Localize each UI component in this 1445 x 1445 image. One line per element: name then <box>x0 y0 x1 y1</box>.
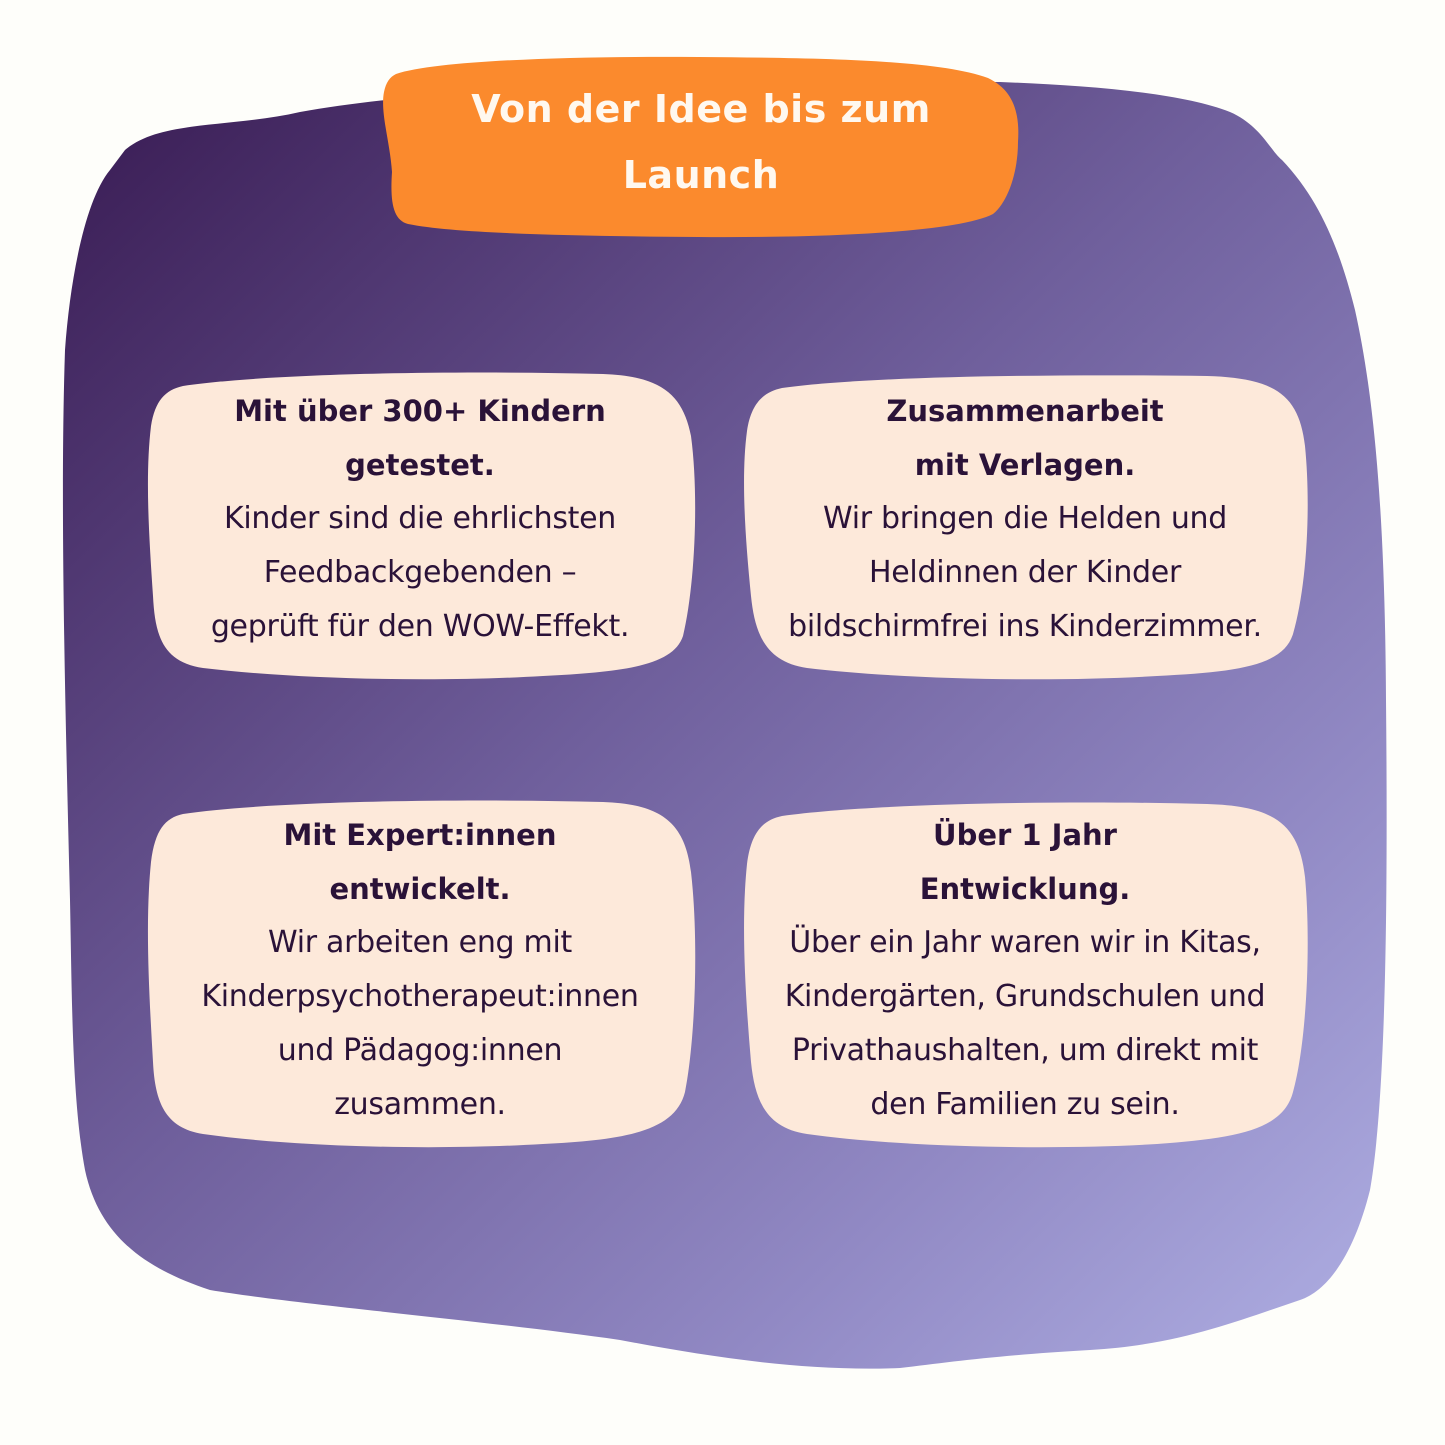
card-body: Wir bringen die Helden und Heldinnen der… <box>745 492 1305 654</box>
page-title-line-1: Von der Idee bis zum <box>471 87 931 131</box>
card-title-line: Zusammenarbeit <box>886 394 1164 428</box>
card-body: Über ein Jahr waren wir in Kitas, Kinder… <box>745 916 1305 1132</box>
card-body-line: geprüft für den WOW-Effekt. <box>210 609 630 644</box>
card-body-line: Kindergärten, Grundschulen und <box>784 979 1266 1014</box>
card-title-line: mit Verlagen. <box>914 448 1136 482</box>
card-4-shape <box>744 802 1308 1148</box>
card-body-line: Wir bringen die Helden und <box>822 501 1228 536</box>
card-title-line: Entwicklung. <box>919 872 1131 906</box>
feature-card-tested-with-kids: Mit über 300+ Kindern getestet. Kinder s… <box>150 384 690 654</box>
card-body-line: Heldinnen der Kinder <box>869 555 1181 590</box>
card-body-line: Privathaushalten, um direkt mit <box>791 1033 1259 1068</box>
card-body-line: Feedbackgebenden – <box>263 555 577 590</box>
card-body-line: bildschirmfrei ins Kinderzimmer. <box>788 609 1262 644</box>
page-title: Von der Idee bis zum Launch <box>378 76 1024 208</box>
card-title: Mit Expert:innen entwickelt. <box>150 808 690 916</box>
card-title-line: Mit über 300+ Kindern <box>234 394 606 428</box>
card-title: Zusammenarbeit mit Verlagen. <box>745 384 1305 492</box>
header-banner-shape <box>383 56 1019 238</box>
card-1-shape <box>147 372 696 680</box>
feature-card-publisher-collaboration: Zusammenarbeit mit Verlagen. Wir bringen… <box>745 384 1305 654</box>
card-body-line: Über ein Jahr waren wir in Kitas, <box>789 925 1261 960</box>
card-body-line: Kinder sind die ehrlichsten <box>223 501 617 536</box>
card-title-line: getestet. <box>345 448 495 482</box>
card-body-line: Wir arbeiten eng mit <box>268 925 572 960</box>
card-body-line: Kinderpsychotherapeut:innen <box>201 979 639 1014</box>
card-title-line: Über 1 Jahr <box>933 818 1117 852</box>
card-body-line: und Pädagog:innen <box>277 1033 563 1068</box>
card-body: Kinder sind die ehrlichsten Feedbackgebe… <box>150 492 690 654</box>
card-2-shape <box>744 375 1308 680</box>
card-body: Wir arbeiten eng mit Kinderpsychotherape… <box>150 916 690 1132</box>
card-title-line: Mit Expert:innen <box>283 818 557 852</box>
feature-card-developed-with-experts: Mit Expert:innen entwickelt. Wir arbeite… <box>150 808 690 1132</box>
card-body-line: zusammen. <box>334 1087 506 1122</box>
card-title-line: entwickelt. <box>329 872 511 906</box>
card-title: Mit über 300+ Kindern getestet. <box>150 384 690 492</box>
feature-card-one-year-development: Über 1 Jahr Entwicklung. Über ein Jahr w… <box>745 808 1305 1132</box>
card-title: Über 1 Jahr Entwicklung. <box>745 808 1305 916</box>
card-body-line: den Familien zu sein. <box>870 1087 1180 1122</box>
page-title-line-2: Launch <box>622 153 780 197</box>
card-3-shape <box>147 800 696 1148</box>
